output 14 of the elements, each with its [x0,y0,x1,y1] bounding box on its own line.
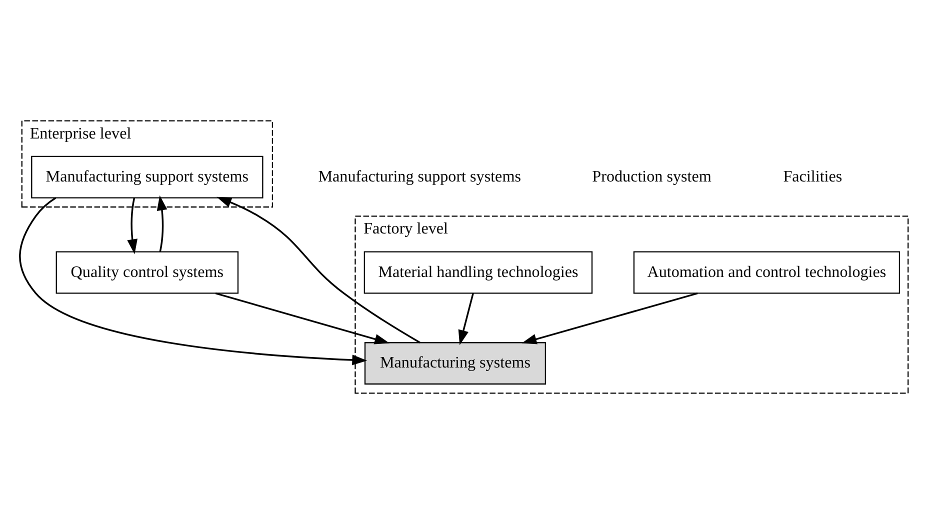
arrow [458,293,474,346]
label: Production system [592,168,712,186]
node-box: Manufacturing systems [364,342,546,385]
arrow [156,195,168,252]
node-box: Material handling technologies [364,251,593,294]
arrow [522,292,698,344]
arrow [215,292,390,344]
node-box: Manufacturing support systems [31,156,264,198]
label: Facilities [783,168,842,186]
label: Manufacturing support systems [318,168,521,186]
arrow [127,198,138,254]
node-box: Quality control systems [56,251,239,294]
arrow [216,196,420,344]
node-box: Automation and control technologies [633,251,900,294]
